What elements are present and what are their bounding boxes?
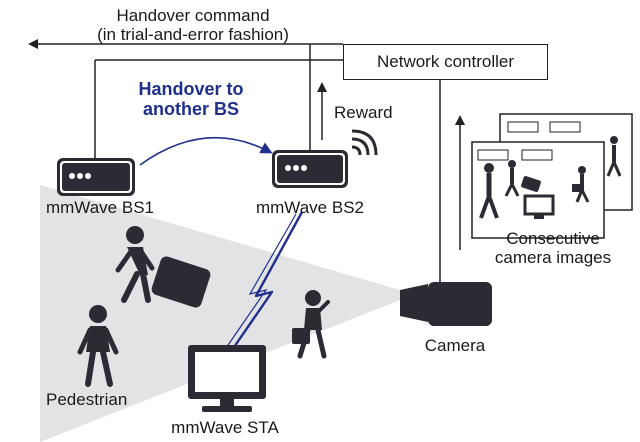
- camera-images-label: Consecutive camera images: [478, 229, 628, 267]
- sta-label: mmWave STA: [171, 418, 279, 437]
- bs2-label: mmWave BS2: [255, 198, 364, 217]
- pedestrian-icon: [115, 226, 155, 303]
- handover-note-line1: Handover to: [138, 79, 244, 99]
- base-station-icon: [57, 158, 135, 196]
- monitor-icon: [188, 345, 266, 412]
- lightning-link-icon: [231, 211, 304, 351]
- network-controller-label: Network controller: [377, 52, 514, 71]
- pedestrian-icon: [77, 305, 119, 387]
- handover-command-line: [28, 39, 343, 168]
- base-station-icon: [272, 150, 348, 188]
- handover-note-line2: another BS: [142, 98, 239, 119]
- camera-label: Camera: [424, 336, 486, 355]
- camera-icon: [400, 282, 492, 326]
- reward-label: Reward: [334, 103, 393, 122]
- suitcase-icon: [292, 328, 310, 344]
- handover-command-line1: Handover command: [116, 6, 270, 25]
- pedestrian-label: Pedestrian: [46, 390, 128, 409]
- handover-note: Handover to another BS: [126, 79, 256, 120]
- camera-images-line2: camera images: [494, 247, 612, 267]
- suitcase-icon: [151, 256, 211, 308]
- camera-images-line1: Consecutive: [506, 229, 600, 248]
- handover-command-line2: (in trial-and-error fashion): [97, 24, 289, 44]
- camera-image-front: [471, 141, 605, 239]
- wifi-signal-icon: [351, 129, 378, 156]
- handover-command-label: Handover command (in trial-and-error fas…: [73, 6, 313, 44]
- network-controller-box: Network controller: [343, 44, 548, 80]
- bs1-label: mmWave BS1: [45, 198, 154, 217]
- handover-arrow: [139, 137, 273, 166]
